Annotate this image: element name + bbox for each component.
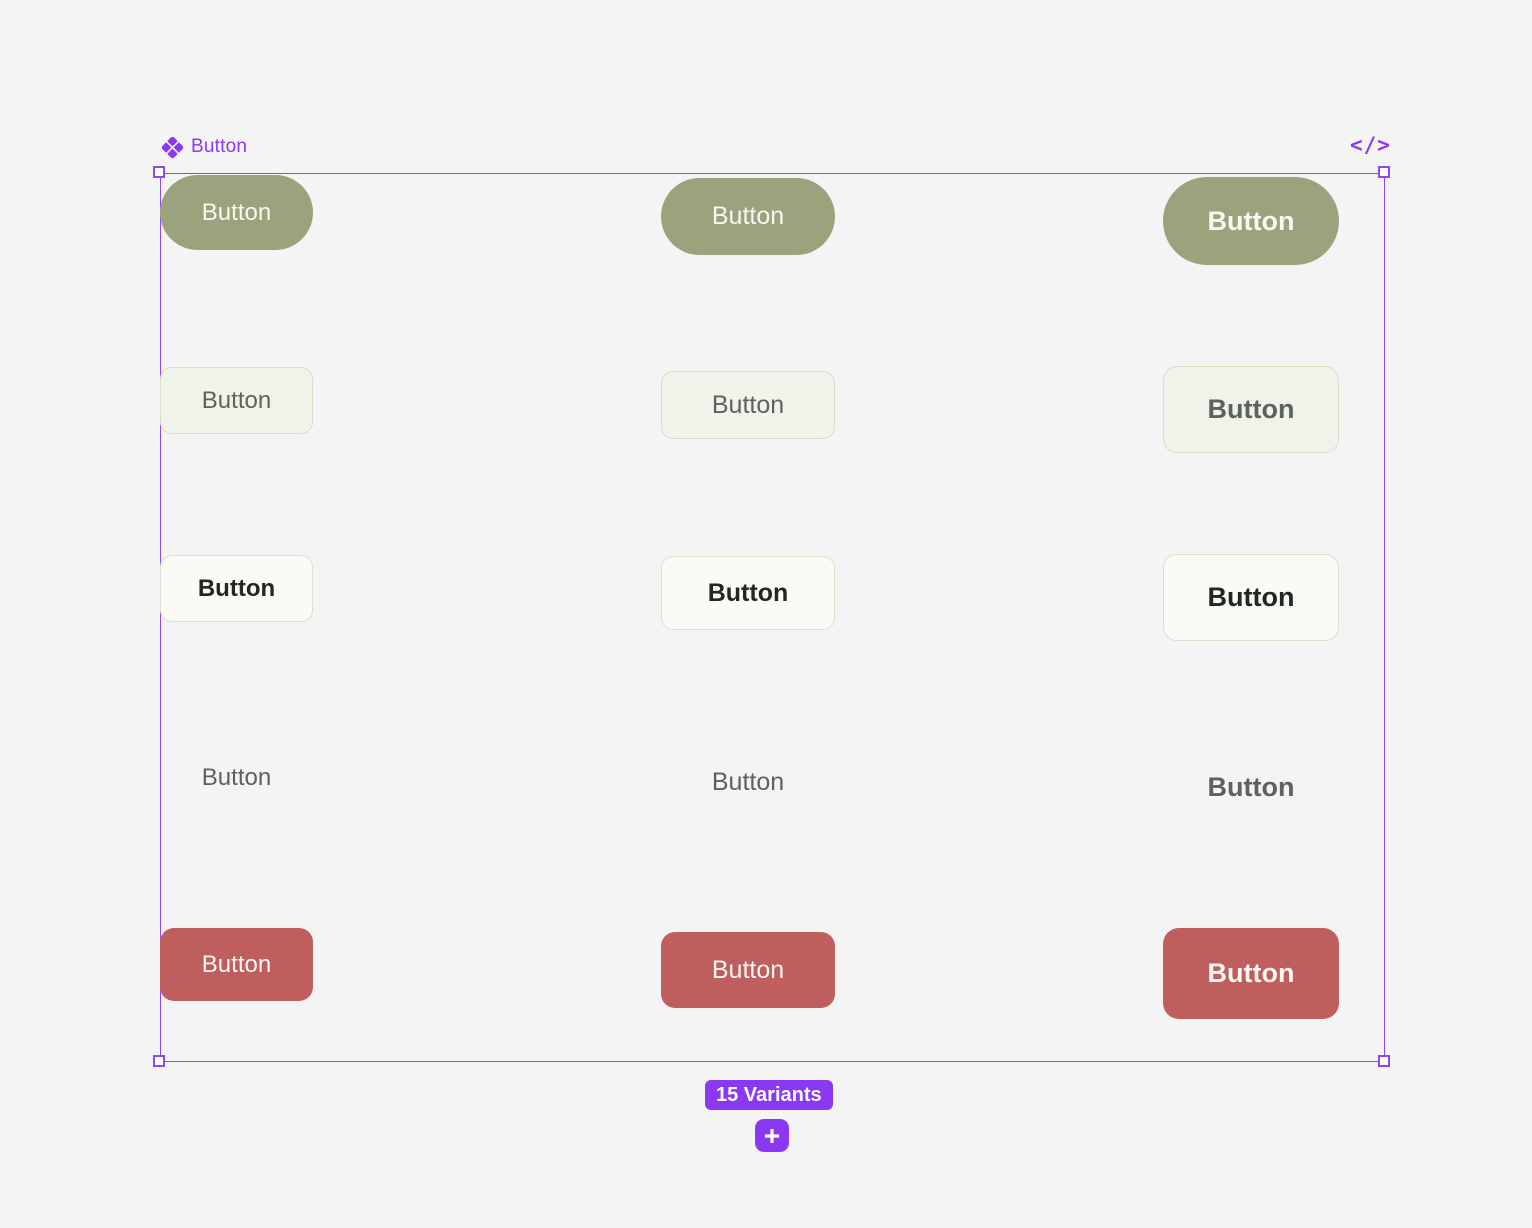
button-variant-ghost-small[interactable]: Button xyxy=(201,763,272,791)
component-set-icon xyxy=(162,136,183,158)
button-variant-outline-medium[interactable]: Button xyxy=(661,556,835,630)
button-variant-ghost-medium[interactable]: Button xyxy=(711,767,785,796)
button-variant-danger-medium[interactable]: Button xyxy=(661,932,835,1008)
button-variant-primary-small[interactable]: Button xyxy=(160,175,313,250)
button-variant-secondary-medium[interactable]: Button xyxy=(661,371,835,439)
button-variant-outline-large[interactable]: Button xyxy=(1163,554,1339,641)
button-variant-outline-small[interactable]: Button xyxy=(160,555,313,622)
button-variant-danger-large[interactable]: Button xyxy=(1163,928,1339,1019)
frame-resize-handle-bottom-right[interactable] xyxy=(1378,1055,1390,1067)
frame-resize-handle-top-right[interactable] xyxy=(1378,166,1390,178)
variant-count-badge[interactable]: 15 Variants xyxy=(705,1080,833,1110)
component-set-frame xyxy=(160,173,1385,1062)
button-variant-secondary-small[interactable]: Button xyxy=(160,367,313,434)
button-variant-ghost-large[interactable]: Button xyxy=(1207,772,1295,802)
code-icon[interactable]: </> xyxy=(1350,133,1391,157)
button-variant-danger-small[interactable]: Button xyxy=(160,928,313,1001)
component-set-name[interactable]: Button xyxy=(191,136,248,157)
add-variant-button[interactable] xyxy=(755,1119,789,1152)
button-variant-primary-large[interactable]: Button xyxy=(1163,177,1339,265)
frame-resize-handle-bottom-left[interactable] xyxy=(153,1055,165,1067)
button-variant-secondary-large[interactable]: Button xyxy=(1163,366,1339,453)
frame-resize-handle-top-left[interactable] xyxy=(153,166,165,178)
button-variant-primary-medium[interactable]: Button xyxy=(661,178,835,255)
plus-icon xyxy=(765,1128,779,1143)
component-set-header[interactable]: Button xyxy=(162,136,247,158)
